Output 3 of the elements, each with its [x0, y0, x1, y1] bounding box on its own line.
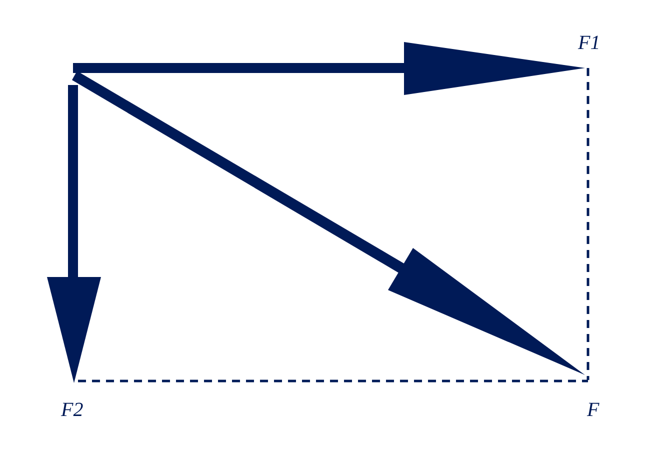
force-label: F	[587, 400, 600, 420]
force-label: F2	[61, 400, 84, 420]
force-label: F1	[578, 33, 600, 53]
